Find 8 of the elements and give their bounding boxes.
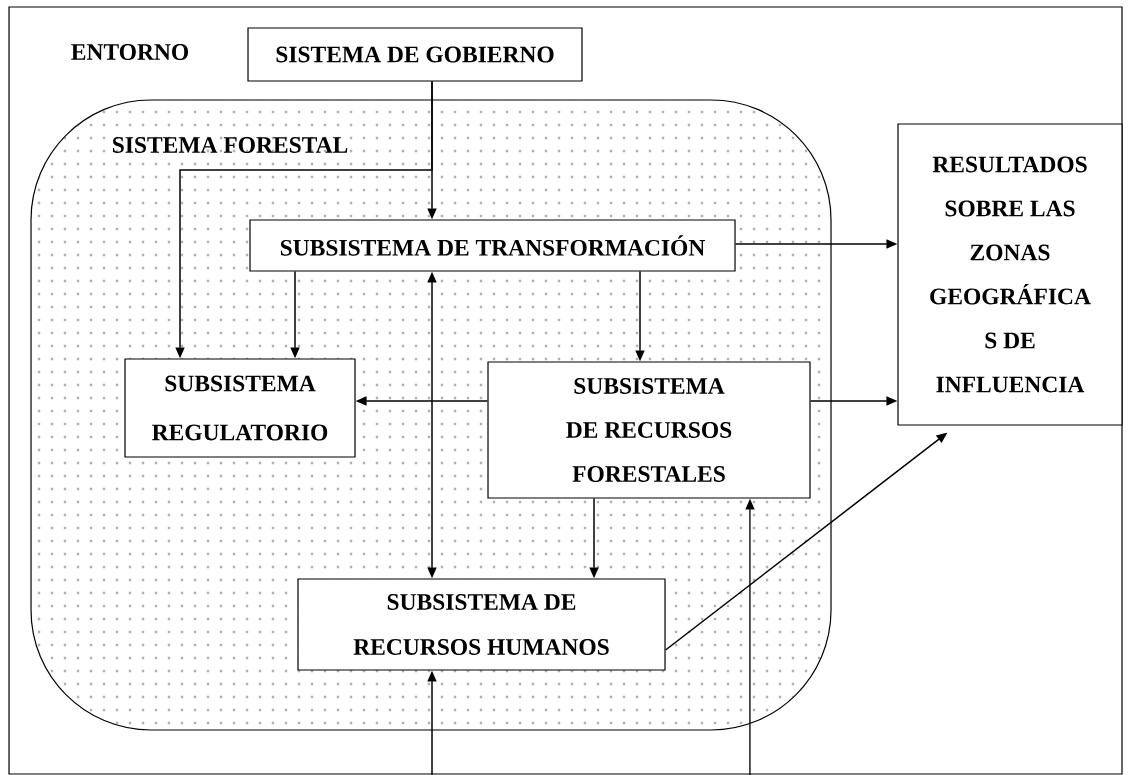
process-box: SUBSISTEMA REGULATORIO bbox=[124, 358, 356, 458]
process-box: RESULTADOS SOBRE LAS ZONAS GEOGRÁFICA S DE INFLUENCIA bbox=[897, 123, 1123, 426]
heading: ENTORNO bbox=[71, 44, 189, 60]
process-box: SUBSISTEMA DE RECURSOS HUMANOS bbox=[297, 578, 666, 671]
process-box: SUBSISTEMA DE RECURSOS FORESTALES bbox=[487, 361, 811, 499]
process-box: SUBSISTEMA DE TRANSFORMACIÓN bbox=[249, 219, 736, 272]
heading: SISTEMA FORESTAL bbox=[112, 137, 348, 153]
process-box: SISTEMA DE GOBIERNO bbox=[247, 27, 583, 82]
